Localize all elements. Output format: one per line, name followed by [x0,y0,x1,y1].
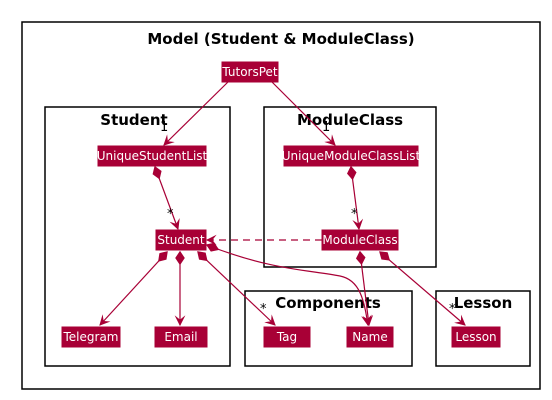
node-uniquestudentlist-label: UniqueStudentList [97,149,208,163]
mult-umcl-mc: * [351,207,358,222]
student-package-frame [44,106,231,367]
edge-student-to-name [205,242,372,327]
outer-package-frame [21,21,541,390]
node-tutorspet-label: TutorsPet [221,65,278,79]
edge-moduleclass-to-name [355,250,374,327]
edge-student-to-telegram [99,251,168,326]
edge-uniquestudentlist-to-student [152,165,180,231]
node-tag: Tag [263,326,311,348]
student-package-title: Student [100,111,167,129]
node-lesson: Lesson [451,326,501,348]
lesson-package-title: Lesson [454,294,513,312]
node-student: Student [155,229,207,251]
mult-usl-student: * [167,207,174,222]
node-uniquestudentlist: UniqueStudentList [97,145,208,167]
moduleclass-package-title: ModuleClass [297,111,403,129]
edge-moduleclass-to-lesson [379,251,466,326]
node-tutorspet: TutorsPet [221,61,279,83]
diagram-title: Model (Student & ModuleClass) [147,30,414,48]
mult-tp-umcl: 1 [322,120,330,135]
edge-uniquemoduleclasslist-to-moduleclass [347,165,364,231]
node-uniquemoduleclasslist: UniqueModuleClassList [282,145,421,167]
edge-tutorspet-to-uniquestudentlist [163,79,231,146]
node-tag-label: Tag [276,330,297,344]
node-email-label: Email [164,330,197,344]
node-uniquemoduleclasslist-label: UniqueModuleClassList [282,149,421,163]
edge-tutorspet-to-uniquemoduleclasslist [269,79,336,146]
mult-student-tag: * [260,302,267,317]
node-name: Name [346,326,394,348]
node-moduleclass-label: ModuleClass [322,233,397,247]
node-email: Email [154,326,208,348]
node-telegram-label: Telegram [63,330,119,344]
mult-mc-lesson: * [449,302,456,317]
node-name-label: Name [352,330,387,344]
node-moduleclass: ModuleClass [321,229,399,251]
node-lesson-label: Lesson [455,330,496,344]
mult-tp-usl: 1 [160,120,168,135]
lesson-package-frame [435,290,531,367]
node-telegram: Telegram [61,326,121,348]
node-student-label: Student [157,233,205,247]
